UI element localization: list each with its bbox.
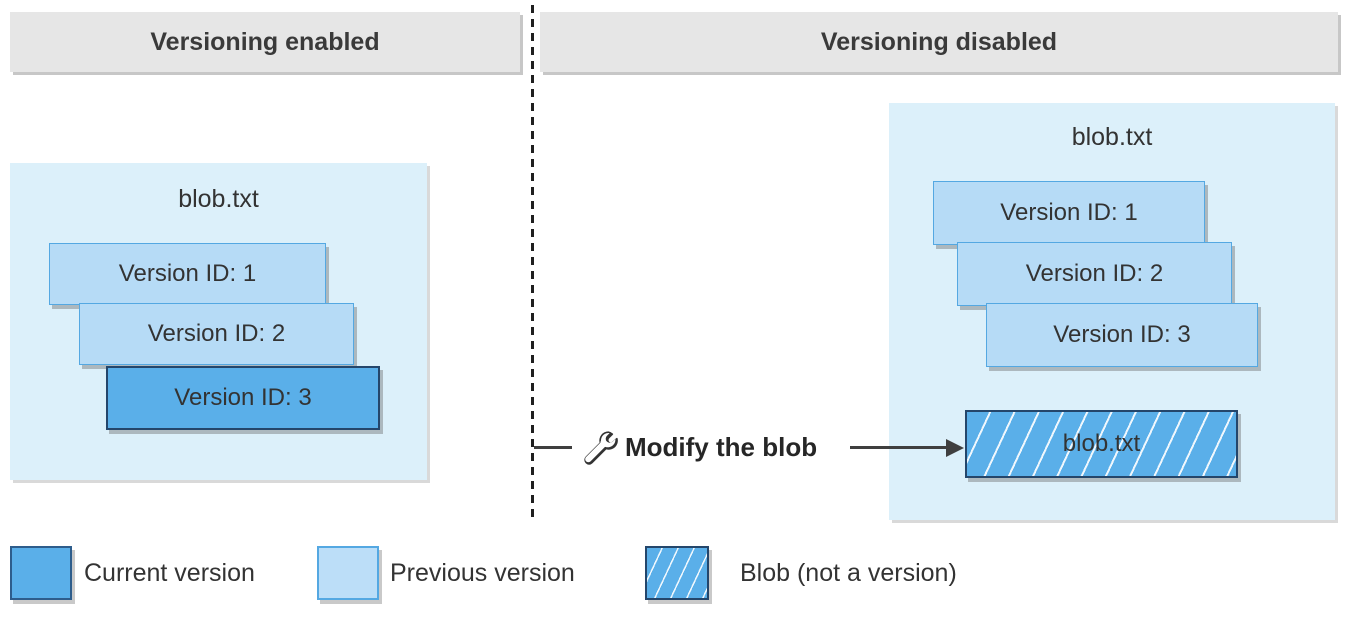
enabled-version-1-label: Version ID: 1 xyxy=(118,260,257,287)
enabled-version-2-label: Version ID: 2 xyxy=(147,320,286,347)
wrench-icon xyxy=(581,428,621,473)
disabled-version-2-box: Version ID: 2 xyxy=(957,242,1232,306)
legend-swatch-blob-not-a-version xyxy=(645,546,709,600)
header-versioning-disabled: Versioning disabled xyxy=(540,12,1338,72)
header-versioning-enabled: Versioning enabled xyxy=(10,12,520,72)
enabled-version-1-box: Version ID: 1 xyxy=(49,243,326,305)
header-versioning-disabled-label: Versioning disabled xyxy=(820,27,1058,56)
arrow-head-icon xyxy=(946,439,964,457)
legend-swatch-current-version xyxy=(10,546,72,600)
disabled-version-1-label: Version ID: 1 xyxy=(1000,199,1138,226)
disabled-version-2-label: Version ID: 2 xyxy=(1025,260,1164,287)
enabled-version-2-box: Version ID: 2 xyxy=(79,303,354,365)
blob-not-a-version-label: blob.txt xyxy=(1062,430,1141,457)
legend-label-current-version: Current version xyxy=(84,558,255,587)
enabled-blob-container: blob.txt Version ID: 1 Version ID: 2 Ver… xyxy=(10,163,427,480)
disabled-blob-container: blob.txt Version ID: 1 Version ID: 2 Ver… xyxy=(889,103,1335,520)
disabled-blob-title: blob.txt xyxy=(1071,123,1153,151)
legend-label-blob-not-a-version: Blob (not a version) xyxy=(740,558,957,587)
dashed-divider-line xyxy=(531,5,534,523)
header-versioning-enabled-label: Versioning enabled xyxy=(150,27,380,56)
disabled-version-1-box: Version ID: 1 xyxy=(933,181,1205,245)
disabled-version-3-label: Version ID: 3 xyxy=(1053,321,1191,348)
connector-line xyxy=(534,446,572,449)
enabled-version-3-label: Version ID: 3 xyxy=(174,384,312,411)
legend-label-previous-version: Previous version xyxy=(390,558,575,587)
enabled-version-3-box-current: Version ID: 3 xyxy=(106,366,380,430)
modify-the-blob-label: Modify the blob xyxy=(625,432,818,462)
blob-not-a-version-box: blob.txt xyxy=(965,410,1238,478)
enabled-blob-title: blob.txt xyxy=(178,185,259,213)
disabled-version-3-box: Version ID: 3 xyxy=(986,303,1258,367)
legend-swatch-previous-version xyxy=(317,546,379,600)
arrow-line xyxy=(850,446,950,449)
